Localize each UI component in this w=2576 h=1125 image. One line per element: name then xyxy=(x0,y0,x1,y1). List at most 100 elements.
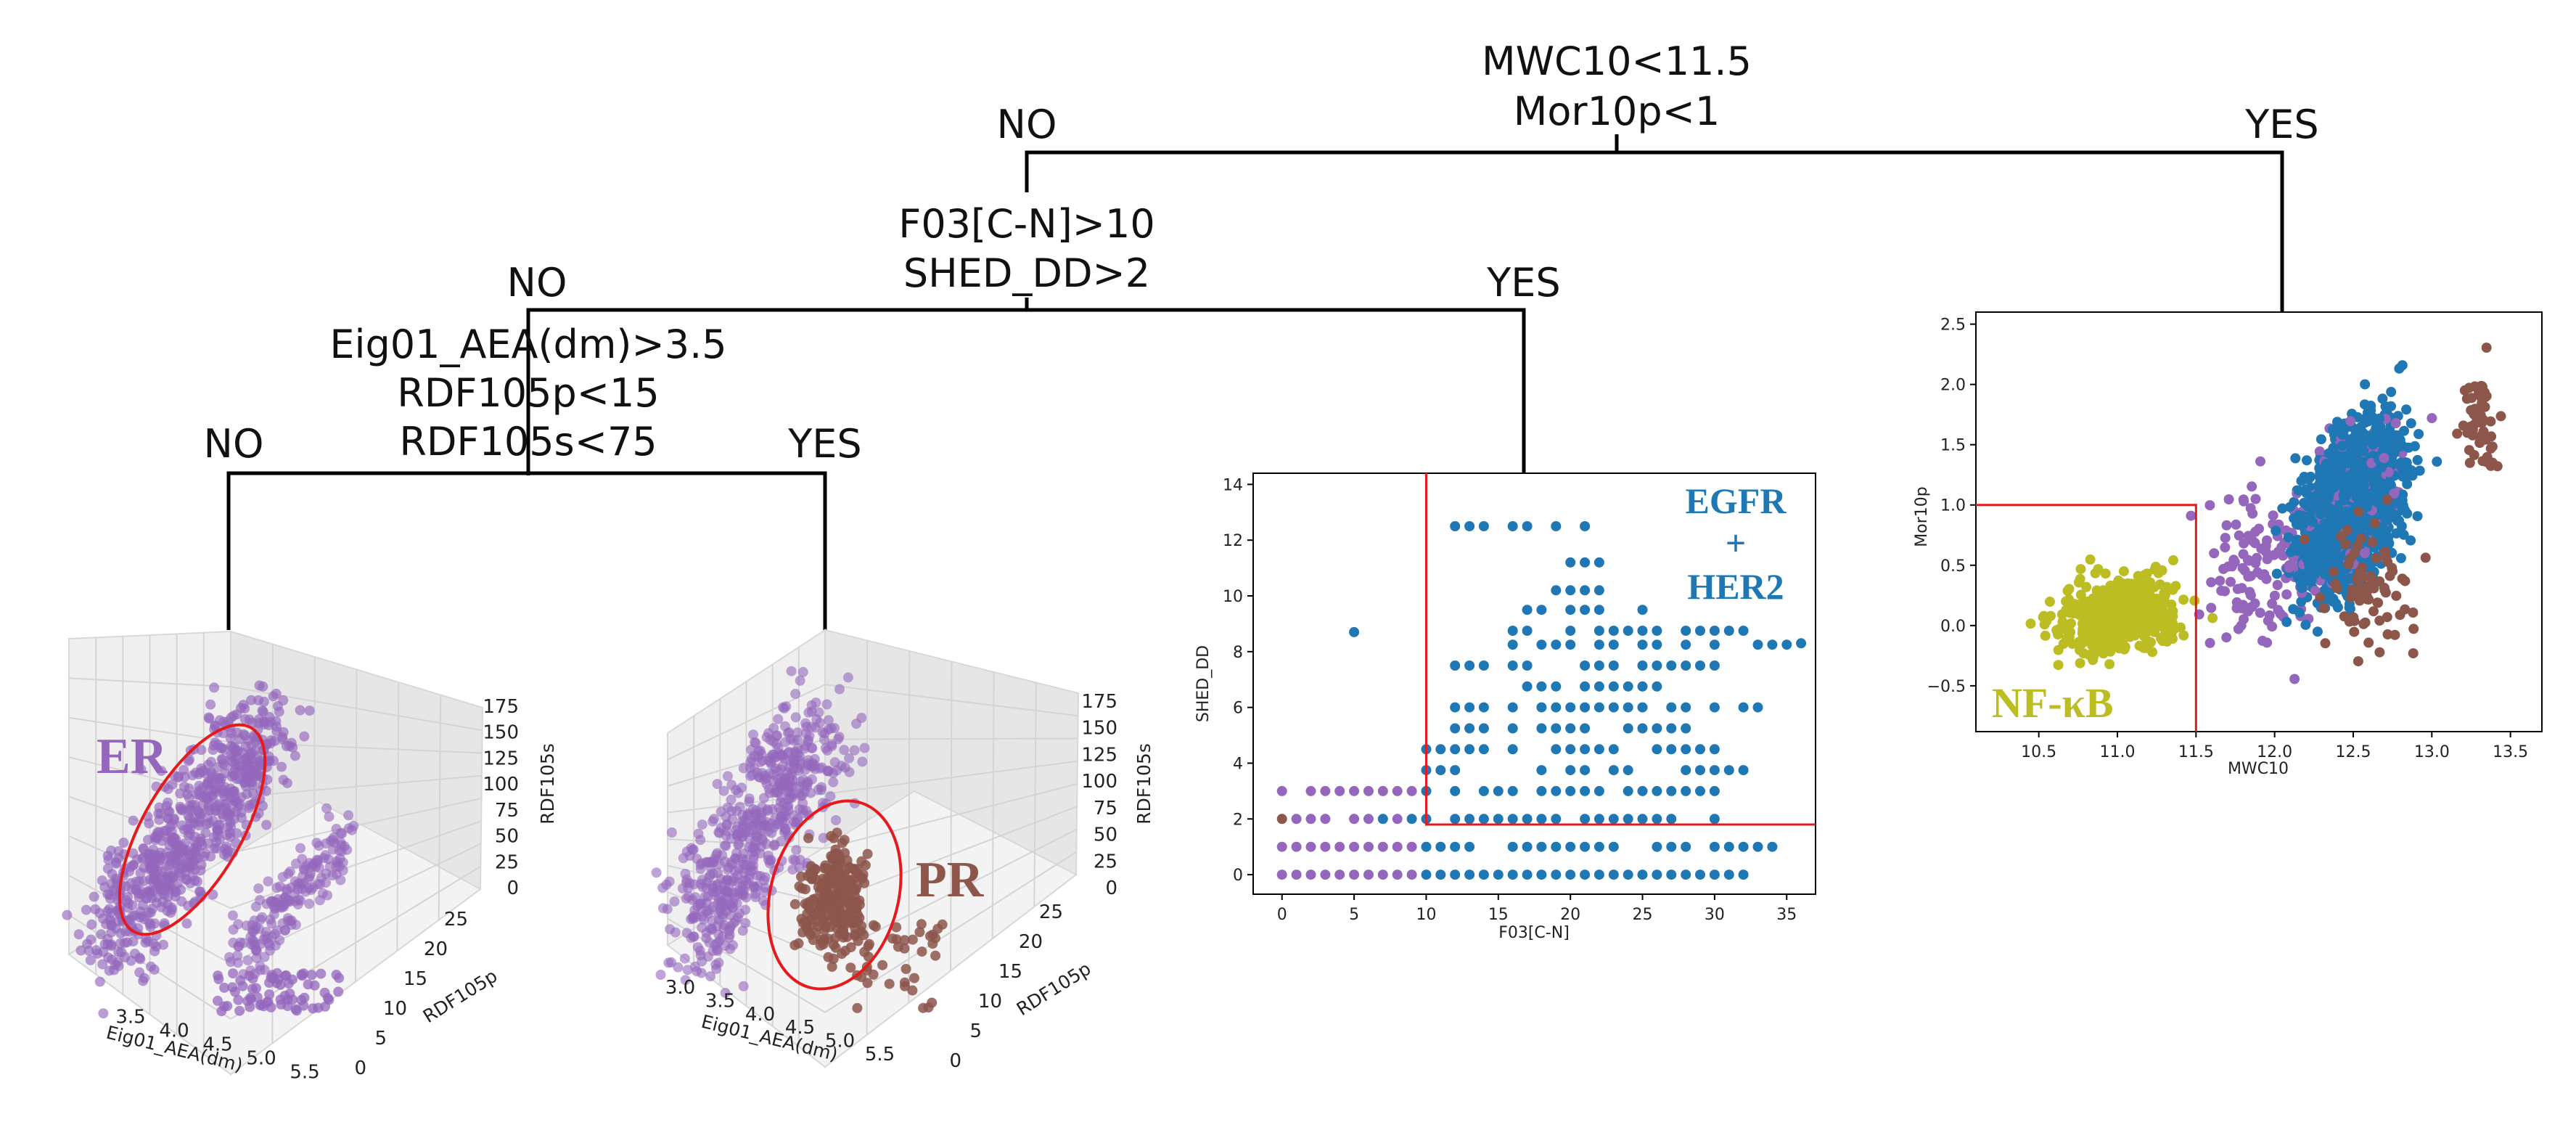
nfkb-point xyxy=(2400,576,2411,586)
egfr-point xyxy=(1421,841,1432,852)
nfkb-point xyxy=(2134,613,2145,624)
egfr-point xyxy=(1666,702,1677,713)
nfkb-point xyxy=(2342,525,2353,536)
er-point xyxy=(81,904,91,915)
egfr-point xyxy=(1681,626,1691,636)
er-point xyxy=(298,878,309,888)
nfkb-point xyxy=(2361,502,2372,512)
nfkb-point xyxy=(2281,616,2292,627)
er-point xyxy=(203,712,214,723)
egfr-point xyxy=(1464,521,1475,531)
pr-point xyxy=(814,717,825,728)
nfkb-point xyxy=(2163,615,2174,625)
er-point xyxy=(290,750,300,761)
er-point xyxy=(147,886,158,896)
pr-point xyxy=(839,872,850,883)
nfkb-point xyxy=(2357,562,2368,573)
egfr-point xyxy=(1536,814,1547,825)
nfkb-point xyxy=(2308,517,2318,528)
nfkb-point xyxy=(2255,456,2265,467)
nfkb-point xyxy=(2395,553,2406,563)
egfr-point xyxy=(1450,702,1461,713)
nfkb-point xyxy=(2382,612,2392,623)
pr-point xyxy=(692,854,702,864)
pr-point xyxy=(762,804,773,815)
egfr-point xyxy=(1623,681,1633,692)
pr-point xyxy=(831,815,841,826)
er-point xyxy=(261,819,272,830)
er-point xyxy=(136,764,147,774)
egfr-point xyxy=(1752,841,1763,852)
egfr-point xyxy=(1406,870,1417,880)
er-point xyxy=(331,861,342,872)
egfr-point xyxy=(1637,605,1648,615)
nfkb-point xyxy=(2062,626,2073,637)
egfr-point xyxy=(1536,681,1547,692)
egfr-point xyxy=(1334,785,1345,796)
egfr-point xyxy=(1593,841,1604,852)
egfr-point xyxy=(1565,702,1576,713)
pr-point xyxy=(834,893,845,904)
er-x-tick-label: 5.0 xyxy=(246,1048,276,1070)
er-class-label: ER xyxy=(97,729,168,785)
egfr-point xyxy=(1637,660,1648,671)
egfr-point xyxy=(1666,841,1677,852)
nfkb-point xyxy=(2355,582,2366,593)
nfkb-y-axis-label: Mor10p xyxy=(1913,486,1931,547)
pr-point xyxy=(791,845,802,856)
er-point xyxy=(319,987,330,998)
egfr-point xyxy=(1522,626,1533,636)
er-point xyxy=(83,945,94,956)
pr-x-tick-label: 4.5 xyxy=(785,1017,815,1039)
er-point xyxy=(277,872,288,883)
nfkb-point xyxy=(2350,455,2361,466)
pr-point xyxy=(720,988,731,998)
nfkb-point xyxy=(2427,413,2437,424)
er-point xyxy=(152,830,163,840)
egfr-point xyxy=(1681,785,1691,796)
nfkb-point xyxy=(2408,623,2419,634)
er-point xyxy=(271,716,282,727)
egfr-point xyxy=(1565,626,1576,636)
nfkb-point xyxy=(2150,619,2160,630)
egfr-point xyxy=(1435,765,1446,776)
pr-z-tick-label: 25 xyxy=(1094,851,1117,872)
egfr-point xyxy=(1580,660,1591,671)
egfr-point xyxy=(1551,521,1562,531)
egfr-point xyxy=(1580,841,1591,852)
pr-point xyxy=(687,845,698,855)
egfr-point xyxy=(1450,841,1461,852)
egfr-point xyxy=(1276,841,1287,852)
pr-point xyxy=(821,863,832,874)
nfkb-point xyxy=(2318,602,2329,613)
egfr-point xyxy=(1608,814,1619,825)
pr-point xyxy=(842,672,853,683)
pr-point xyxy=(930,950,941,961)
er-point xyxy=(268,973,279,984)
nfkb-point xyxy=(2262,637,2273,648)
er-grid-line xyxy=(68,677,231,688)
nfkb-y-tick-label: 1.0 xyxy=(1940,497,1966,515)
egfr-point xyxy=(1392,814,1403,825)
pr-point xyxy=(738,981,749,991)
nfkb-point xyxy=(2324,488,2335,499)
nfkb-point xyxy=(2405,535,2416,546)
er-point xyxy=(257,705,268,716)
er-point xyxy=(237,981,248,991)
pr-point xyxy=(858,930,869,941)
pr-point xyxy=(664,876,675,887)
nfkb-point xyxy=(2245,570,2256,581)
nfkb-point xyxy=(2309,569,2320,580)
pr-point xyxy=(826,723,837,734)
pr-point xyxy=(718,885,729,896)
egfr-point xyxy=(1637,702,1648,713)
nfkb-point xyxy=(2342,484,2353,495)
egfr-point xyxy=(1291,814,1302,825)
egfr-label-line-1: EGFR xyxy=(1686,480,1787,521)
node2-no-label: NO xyxy=(507,260,567,306)
egfr-point xyxy=(1406,841,1417,852)
nfkb-point xyxy=(2379,445,2390,456)
egfr-point xyxy=(1666,785,1677,796)
pr-point xyxy=(907,934,918,945)
